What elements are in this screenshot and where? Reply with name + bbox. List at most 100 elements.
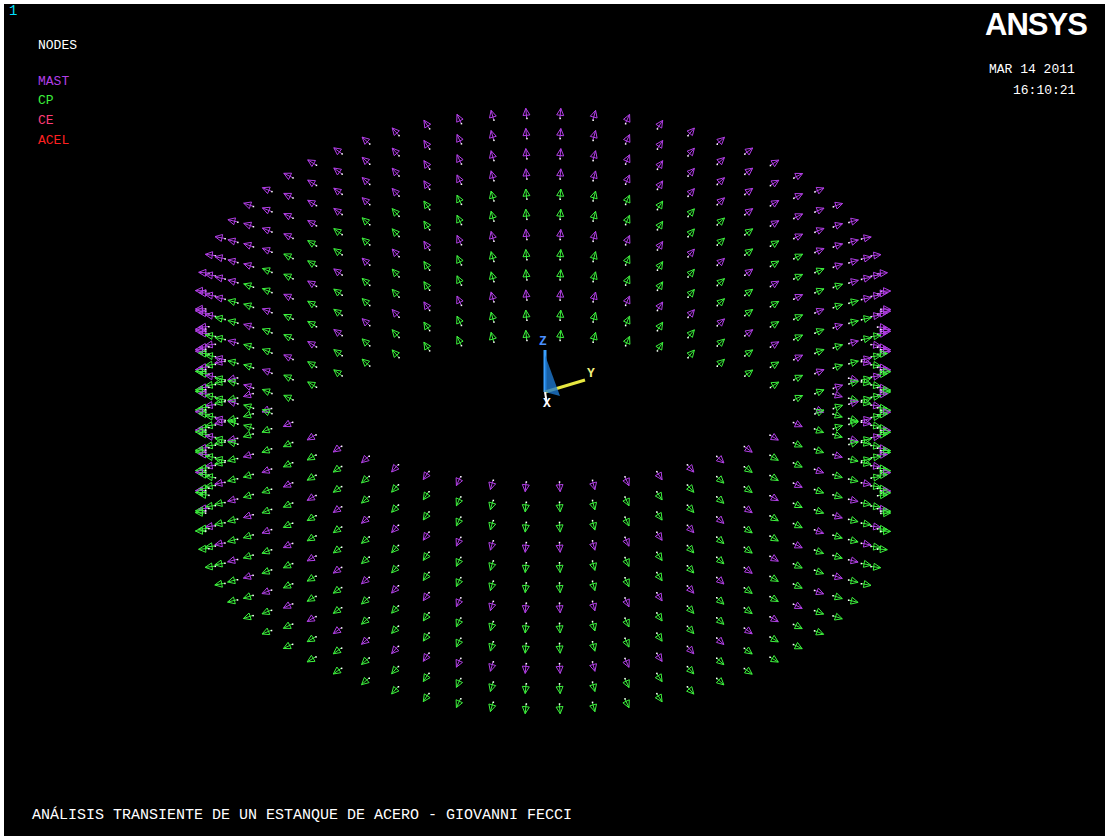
- node-point: [717, 144, 719, 146]
- load-arrow: [307, 635, 315, 642]
- node-point: [716, 536, 718, 538]
- node-point: [592, 220, 594, 222]
- node-point: [770, 246, 772, 248]
- load-arrow-stem: [745, 229, 753, 235]
- load-arrow: [423, 674, 430, 682]
- load-arrow-stem: [307, 475, 316, 480]
- load-arrow-stem: [262, 208, 271, 212]
- load-arrow-stem: [770, 617, 779, 622]
- node-point: [656, 592, 658, 594]
- node-point: [861, 299, 863, 301]
- node-point: [315, 495, 317, 497]
- load-arrow: [307, 534, 315, 541]
- node-point: [656, 572, 658, 574]
- load-arrow-stem: [392, 505, 399, 513]
- load-arrow-stem: [283, 584, 292, 588]
- node-point: [271, 272, 273, 274]
- node-point: [625, 184, 627, 186]
- node-point: [717, 184, 719, 186]
- node-point: [592, 560, 594, 562]
- load-arrow-stem: [228, 321, 238, 323]
- load-arrow: [745, 546, 753, 553]
- node-point: [717, 224, 719, 226]
- load-arrow-stem: [457, 276, 461, 285]
- load-arrow-stem: [861, 543, 871, 545]
- node-point: [398, 195, 400, 197]
- node-point: [625, 224, 627, 226]
- node-point: [398, 236, 400, 238]
- node-point: [832, 494, 834, 496]
- node-point: [461, 264, 463, 266]
- node-point: [398, 296, 400, 298]
- node-point: [271, 408, 273, 410]
- node-point: [369, 597, 371, 599]
- load-arrow-stem: [362, 456, 370, 463]
- load-arrow-stem: [770, 281, 779, 286]
- load-arrow-stem: [717, 319, 725, 326]
- node-point: [877, 326, 879, 328]
- load-arrow-stem: [593, 151, 596, 161]
- load-arrow-stem: [307, 596, 316, 601]
- load-arrow-stem: [717, 137, 725, 144]
- load-arrow-stem: [815, 289, 824, 293]
- load-arrow: [687, 168, 694, 176]
- load-arrow-stem: [457, 135, 461, 144]
- load-arrow-stem: [688, 148, 695, 156]
- node-point: [224, 278, 226, 280]
- load-arrow: [716, 496, 724, 503]
- node-point: [341, 315, 343, 317]
- node-point: [208, 447, 210, 449]
- node-point: [315, 434, 317, 436]
- node-point: [315, 475, 317, 477]
- node-point: [744, 648, 746, 650]
- load-arrow-stem: [871, 376, 881, 377]
- load-arrow: [745, 566, 753, 573]
- load-arrow: [392, 269, 399, 277]
- load-arrow-stem: [334, 168, 342, 174]
- node-point: [493, 500, 495, 502]
- load-arrow-stem: [205, 254, 215, 255]
- load-arrow-stem: [744, 567, 752, 573]
- load-arrow-stem: [457, 256, 461, 265]
- load-arrow-stem: [525, 603, 527, 613]
- node-point: [428, 552, 430, 554]
- load-arrow-stem: [871, 526, 881, 527]
- load-arrow-stem: [490, 621, 493, 631]
- node-point: [770, 165, 772, 167]
- load-arrow-stem: [625, 215, 629, 224]
- node-point: [369, 164, 371, 166]
- node-point: [861, 381, 863, 383]
- load-arrow-stem: [491, 110, 494, 120]
- load-arrow: [745, 148, 753, 155]
- node-point: [687, 585, 689, 587]
- load-arrow: [687, 646, 694, 654]
- node-point: [252, 494, 254, 496]
- load-arrow-stem: [657, 572, 663, 580]
- load-arrow-stem: [284, 315, 293, 319]
- load-arrow-stem: [284, 214, 293, 218]
- load-arrow-stem: [717, 279, 725, 286]
- node-point: [493, 621, 495, 623]
- load-arrow-stem: [770, 342, 779, 347]
- load-arrow: [362, 258, 370, 265]
- node-point: [271, 191, 273, 193]
- load-arrow-stem: [625, 658, 629, 667]
- node-point: [848, 519, 850, 521]
- load-arrow-stem: [362, 299, 369, 306]
- load-arrow: [716, 536, 724, 543]
- load-arrow-stem: [424, 262, 430, 270]
- load-arrow-stem: [793, 422, 802, 426]
- node-point: [526, 158, 528, 160]
- load-arrow-stem: [228, 361, 238, 364]
- load-arrow-stem: [770, 261, 779, 266]
- load-arrow-stem: [228, 499, 238, 501]
- node-point: [657, 148, 659, 150]
- load-arrow-stem: [625, 678, 629, 687]
- load-arrow: [424, 302, 431, 310]
- node-point: [687, 505, 689, 507]
- node-point: [656, 653, 658, 655]
- node-point: [526, 138, 528, 140]
- load-arrow: [307, 615, 315, 622]
- node-point: [848, 458, 850, 460]
- load-arrow-stem: [205, 344, 215, 345]
